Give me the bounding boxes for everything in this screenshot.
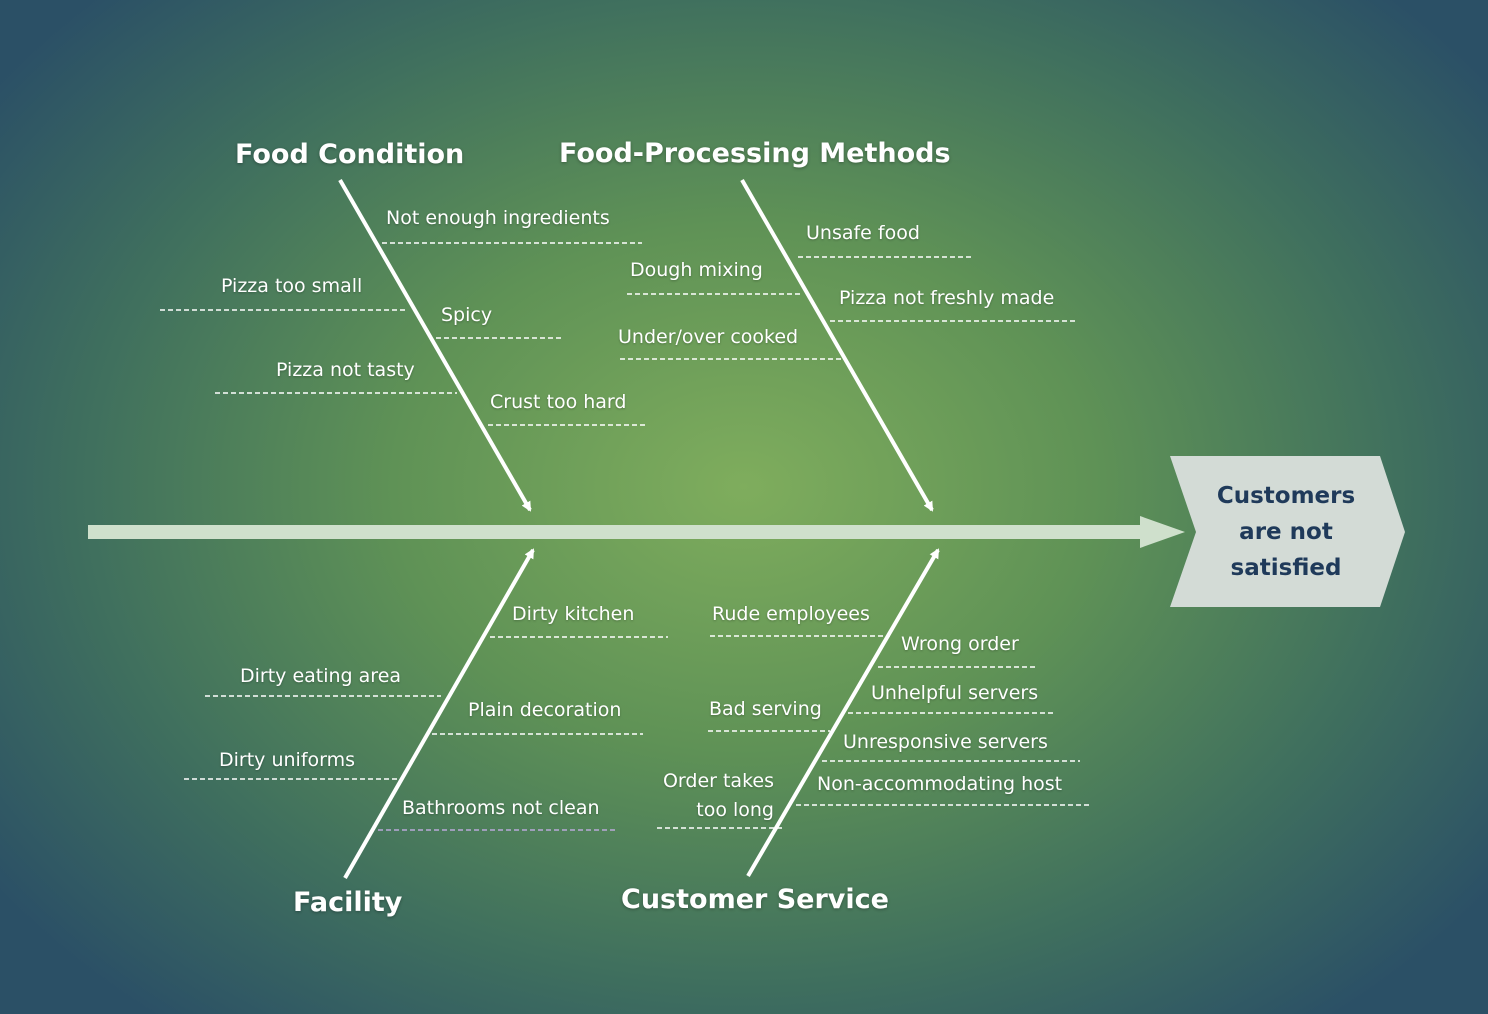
cause-label: Crust too hard	[490, 391, 627, 413]
category-title-customer-service: Customer Service	[621, 884, 889, 915]
bone-food-processing	[740, 179, 934, 512]
cause-label: Unhelpful servers	[871, 682, 1039, 704]
cause-label: Dirty eating area	[240, 665, 402, 687]
bone-customer-service	[746, 548, 940, 878]
cause-label: Plain decoration	[468, 699, 622, 721]
cause-label: Wrong order	[901, 633, 1019, 655]
cause-label: Dirty uniforms	[219, 749, 356, 771]
cause-label: Unsafe food	[806, 222, 920, 244]
effect-head-shape	[1170, 456, 1405, 607]
cause-label: Rude employees	[712, 603, 870, 625]
cause-label: Under/over cooked	[618, 326, 799, 348]
cause-label: Spicy	[441, 304, 493, 326]
cause-label: Pizza not tasty	[276, 359, 415, 381]
cause-label: Order takes too long	[662, 770, 774, 821]
cause-label: Not enough ingredients	[386, 207, 610, 229]
cause-label: Bathrooms not clean	[402, 797, 600, 819]
category-title-food-processing: Food-Processing Methods	[559, 138, 951, 169]
cause-label: Non-accommodating host	[817, 773, 1063, 795]
category-title-facility: Facility	[293, 887, 403, 918]
spine-arrowhead	[1140, 516, 1185, 548]
cause-label: Dirty kitchen	[512, 603, 635, 625]
bone-facility	[343, 548, 535, 879]
bone-food-condition	[338, 179, 532, 512]
cause-label: Bad serving	[709, 698, 822, 720]
category-title-food-condition: Food Condition	[235, 139, 465, 170]
cause-label: Unresponsive servers	[843, 731, 1048, 753]
cause-label: Pizza not freshly made	[839, 287, 1055, 309]
effect-label: Customers are not satisfied	[1216, 483, 1356, 581]
cause-label: Dough mixing	[630, 259, 763, 281]
cause-label: Pizza too small	[221, 275, 363, 297]
